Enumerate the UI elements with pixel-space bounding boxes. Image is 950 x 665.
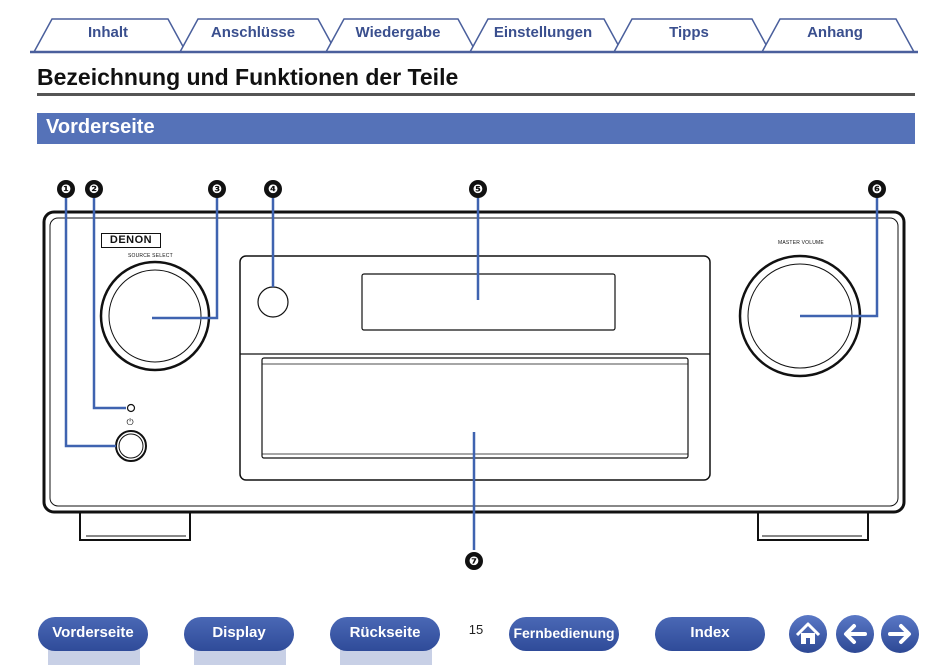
callout-lines: [64, 198, 879, 550]
callout-4: ❹: [264, 180, 282, 198]
tab-inhalt[interactable]: Inhalt: [88, 24, 128, 41]
forward-button[interactable]: [881, 615, 919, 653]
tab-bar-outline: [30, 18, 918, 54]
power-indicator: [126, 403, 136, 413]
callout-2: ❷: [85, 180, 103, 198]
master-volume-label: MASTER VOLUME: [778, 240, 824, 246]
back-button[interactable]: [836, 615, 874, 653]
page-title: Bezeichnung und Funktionen der Teile: [37, 62, 915, 96]
brand-logo: DENON: [101, 233, 161, 248]
source-select-knob: [99, 260, 211, 372]
left-foot: [79, 508, 191, 541]
right-foot: [757, 508, 869, 541]
nav-shadow: [48, 648, 140, 665]
section-header: Vorderseite: [37, 113, 915, 144]
nav-vorderseite-button[interactable]: Vorderseite: [38, 617, 148, 651]
callout-5: ❺: [469, 180, 487, 198]
nav-index-button[interactable]: Index: [655, 617, 765, 651]
front-panel-drawing: [42, 198, 906, 550]
arrow-left-icon: [844, 624, 867, 644]
tab-tipps[interactable]: Tipps: [669, 24, 709, 41]
nav-shadow: [340, 648, 432, 665]
nav-fernbedienung-button[interactable]: Fernbedienung: [509, 617, 619, 651]
nav-rueckseite-button[interactable]: Rückseite: [330, 617, 440, 651]
section-title: Vorderseite: [46, 116, 155, 138]
callout-1: ❶: [57, 180, 75, 198]
display-window: [361, 273, 616, 331]
nav-shadow: [194, 648, 286, 665]
arrow-right-icon: [888, 624, 911, 644]
nav-display-button[interactable]: Display: [184, 617, 294, 651]
callout-7: ❼: [465, 552, 483, 570]
tab-anschluesse[interactable]: Anschlüsse: [210, 24, 296, 41]
front-panel-figure: DENON SOURCE SELECT MASTER VOLUME ⏻ ❶ ❷ …: [0, 170, 950, 580]
tab-einstellungen[interactable]: Einstellungen: [493, 24, 593, 41]
tab-wiedergabe[interactable]: Wiedergabe: [355, 24, 441, 41]
page-number: 15: [468, 622, 484, 637]
tab-bar: Inhalt Anschlüsse Wiedergabe Einstellung…: [0, 0, 950, 56]
tab-anhang[interactable]: Anhang: [807, 24, 863, 41]
power-symbol: ⏻: [126, 417, 134, 427]
callout-6: ❻: [868, 180, 886, 198]
home-icon: [795, 622, 821, 644]
home-button[interactable]: [789, 615, 827, 653]
remote-sensor: [257, 286, 289, 318]
callout-3: ❸: [208, 180, 226, 198]
power-button: [115, 430, 147, 462]
source-select-label: SOURCE SELECT: [128, 253, 173, 259]
